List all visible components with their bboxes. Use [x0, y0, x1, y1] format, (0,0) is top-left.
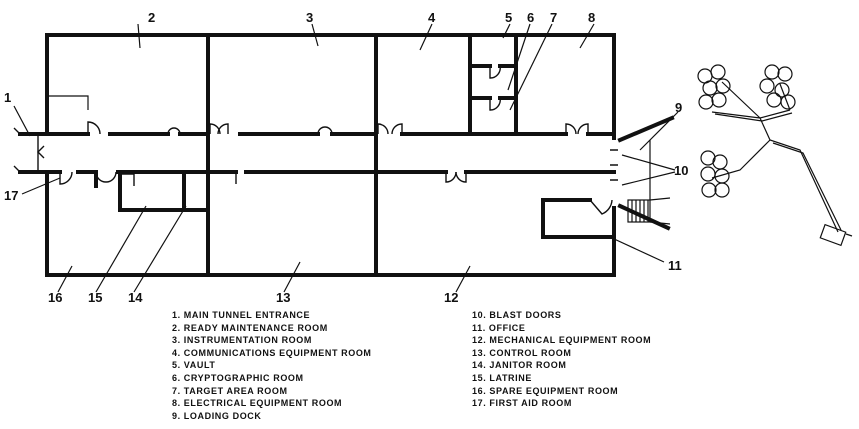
legend-item: 8. ELECTRICAL EQUIPMENT ROOM [172, 398, 343, 409]
legend-item: 3. INSTRUMENTATION ROOM [172, 335, 312, 346]
main-tunnel-entrance [48, 95, 89, 110]
callout-numbers: 1 2 3 4 5 6 7 8 9 10 11 12 13 14 15 16 1… [4, 10, 688, 305]
callout-11: 11 [668, 258, 682, 273]
outer-walls [18, 33, 616, 277]
legend-item: 11. OFFICE [472, 322, 526, 333]
legend-item: 16. SPARE EQUIPMENT ROOM [472, 385, 619, 396]
callout-8: 8 [588, 10, 595, 25]
callout-12: 12 [444, 290, 458, 305]
legend-item: 6. CRYPTOGRAPHIC ROOM [172, 372, 304, 383]
callout-7: 7 [550, 10, 557, 25]
callout-2: 2 [148, 10, 155, 25]
partition-walls [94, 33, 616, 277]
legend-item: 13. CONTROL ROOM [472, 347, 572, 358]
callout-5: 5 [505, 10, 512, 25]
loading-dock-stairs [617, 115, 675, 231]
callout-6: 6 [527, 10, 534, 25]
callout-10: 10 [674, 163, 688, 178]
legend-item: 4. COMMUNICATIONS EQUIPMENT ROOM [172, 347, 372, 358]
legend-item: 14. JANITOR ROOM [472, 360, 567, 371]
callout-14: 14 [128, 290, 143, 305]
legend-item: 17. FIRST AID ROOM [472, 398, 572, 409]
callout-leaders [13, 23, 679, 293]
legend-right: 10. BLAST DOORS 11. OFFICE 12. MECHANICA… [472, 309, 651, 410]
callout-9: 9 [675, 100, 682, 115]
legend-item: 7. TARGET AREA ROOM [172, 385, 288, 396]
legend-item: 15. LATRINE [472, 372, 532, 383]
callout-13: 13 [276, 290, 290, 305]
site-map-tunnels [697, 64, 853, 247]
corridor-walls [45, 132, 616, 174]
callout-1: 1 [4, 90, 11, 105]
callout-16: 16 [48, 290, 62, 305]
callout-17: 17 [4, 188, 18, 203]
legend-item: 9. LOADING DOCK [172, 410, 262, 421]
legend-item: 5. VAULT [172, 360, 216, 371]
callout-15: 15 [88, 290, 102, 305]
legend-item: 1. MAIN TUNNEL ENTRANCE [172, 310, 311, 320]
legend-item: 12. MECHANICAL EQUIPMENT ROOM [472, 335, 652, 346]
doors [13, 65, 618, 215]
legend-left: 1. MAIN TUNNEL ENTRANCE 2. READY MAINTEN… [172, 309, 372, 422]
callout-4: 4 [428, 10, 436, 25]
legend-item: 10. BLAST DOORS [472, 310, 562, 320]
legend-item: 2. READY MAINTENANCE ROOM [172, 322, 328, 333]
callout-3: 3 [306, 10, 313, 25]
